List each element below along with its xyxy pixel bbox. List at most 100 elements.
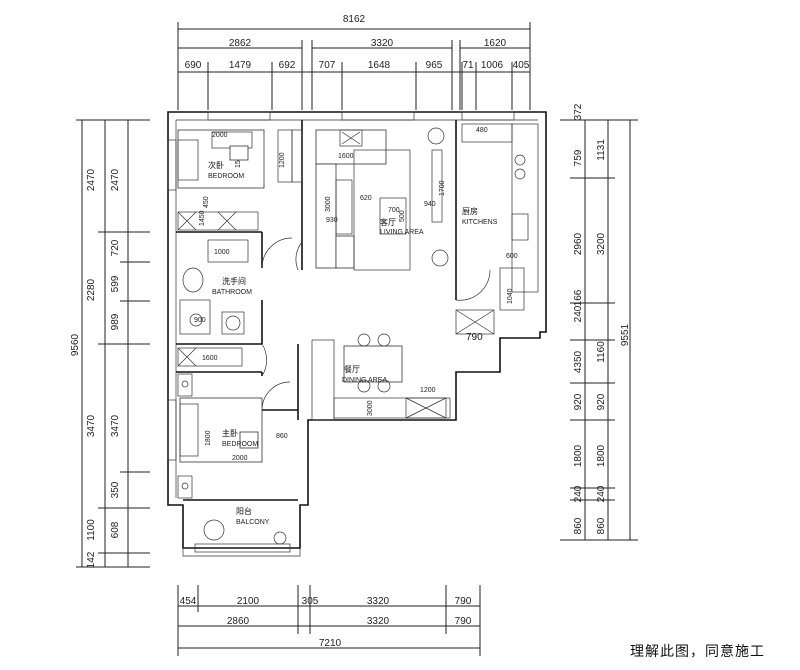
kitchen-label-cn: 厨房 xyxy=(462,206,478,216)
dim-bottom-sub-5: 790 xyxy=(455,596,472,607)
kitchen: 480 1700 600 1040 790 厨房 KITCHENS xyxy=(439,123,539,343)
dim-right-total: 9551 xyxy=(620,323,631,346)
dim-bottom-seg-3: 790 xyxy=(455,616,472,627)
plant-icon-2 xyxy=(431,249,449,267)
caption-text: 理解此图，同意施工 xyxy=(630,644,765,660)
dim-top-sub-7: 71 xyxy=(462,60,474,71)
svg-text:1000: 1000 xyxy=(214,249,230,256)
tv-cabinet xyxy=(431,149,443,223)
living-label-cn: 客厅 xyxy=(380,217,396,227)
toilet-icon xyxy=(182,267,204,293)
sink-icon xyxy=(511,213,529,241)
dining-label-en: DINING AREA xyxy=(342,377,387,384)
dim-left-inner-5: 3470 xyxy=(110,414,121,437)
master-bedroom: 1800 2000 860 主卧 BEDROOM xyxy=(177,373,288,499)
dim-left-outer-2: 2280 xyxy=(86,278,97,301)
svg-text:2000: 2000 xyxy=(212,132,228,139)
bathroom-label-en: BATHROOM xyxy=(212,289,252,296)
counter xyxy=(511,123,539,293)
svg-text:1600: 1600 xyxy=(338,153,354,160)
dim-right-outer-4: 920 xyxy=(596,393,607,410)
svg-text:1700: 1700 xyxy=(439,180,446,196)
bathroom-label-cn: 洗手间 xyxy=(222,276,246,286)
balcony-label-cn: 阳台 xyxy=(236,506,252,516)
dining-area: 餐厅 DINING AREA 1200 3000 xyxy=(311,333,451,421)
balcony: 阳台 BALCONY xyxy=(203,506,287,545)
chair-icon xyxy=(357,333,371,347)
dim-left-inner-2: 720 xyxy=(110,239,121,256)
dim-bottom-sub-4: 3320 xyxy=(367,596,390,607)
dim-top-sub-4: 707 xyxy=(319,60,336,71)
kitchen-label-en: KITCHENS xyxy=(462,219,498,226)
bed-master xyxy=(179,397,263,463)
svg-text:1040: 1040 xyxy=(507,288,514,304)
dim-left-inner-1: 2470 xyxy=(110,168,121,191)
svg-text:940: 940 xyxy=(424,201,436,208)
dim-top-sub-1: 690 xyxy=(185,60,202,71)
dim-left-outer-4: 1100 xyxy=(86,519,97,541)
second-bedroom: 2000 1500 1200 450 1450 次卧 BEDROOM xyxy=(177,129,303,231)
dim-bottom-sub-3: 305 xyxy=(302,596,319,607)
dining-table xyxy=(343,345,403,383)
dim-top-sub-2: 1479 xyxy=(229,60,252,71)
left-dimensions: 2470 2280 3470 1100 142 9560 2470 720 59… xyxy=(70,119,150,568)
svg-text:1200: 1200 xyxy=(420,387,436,394)
dim-bottom-seg-1: 2860 xyxy=(227,616,250,627)
dim-left-inner-6: 350 xyxy=(110,481,121,498)
svg-text:1800: 1800 xyxy=(205,430,212,446)
coffee-table xyxy=(379,197,407,235)
bottom-dimensions: 454 2100 305 3320 790 2860 3320 790 7210 xyxy=(177,585,481,656)
living-area: 1600 620 3000 930 700 500 940 客厅 LIVING … xyxy=(315,127,449,271)
master-label-cn: 主卧 xyxy=(222,428,238,438)
dim-bottom-seg-2: 3320 xyxy=(367,616,390,627)
svg-text:620: 620 xyxy=(360,195,372,202)
svg-text:1600: 1600 xyxy=(202,355,218,362)
dining-cabinet xyxy=(311,339,335,421)
dim-right-outer-1: 1131 xyxy=(596,139,607,161)
dim-left-inner-4: 989 xyxy=(110,313,121,330)
round-table-icon xyxy=(203,519,225,541)
svg-text:3000: 3000 xyxy=(325,196,332,212)
dim-top-sub-3: 692 xyxy=(279,60,296,71)
dim-bottom-sub-1: 454 xyxy=(180,596,197,607)
svg-text:790: 790 xyxy=(466,332,483,343)
dim-right-inner-3: 2960 xyxy=(573,232,584,255)
pillow-icon xyxy=(229,145,249,161)
dim-right-outer-2: 3200 xyxy=(596,232,607,255)
plant-icon xyxy=(427,127,445,145)
dim-right-inner-5: 240 xyxy=(573,305,584,322)
right-dimensions: 372 759 2960 166 240 4350 920 1800 240 8… xyxy=(560,103,638,541)
dim-right-outer-3: 1160 xyxy=(596,341,607,363)
bathroom: 1000 900 洗手间 BATHROOM 1600 xyxy=(177,239,252,367)
dim-bottom-total: 7210 xyxy=(319,638,342,649)
dim-right-inner-7: 920 xyxy=(573,393,584,410)
dim-left-outer-3: 3470 xyxy=(86,414,97,437)
dim-right-inner-4: 166 xyxy=(573,289,584,306)
bedroom2-label-cn: 次卧 xyxy=(208,160,224,170)
svg-text:450: 450 xyxy=(203,196,210,208)
svg-text:600: 600 xyxy=(506,253,518,260)
svg-text:930: 930 xyxy=(326,217,338,224)
dim-right-outer-7: 860 xyxy=(596,517,607,534)
dim-bottom-sub-2: 2100 xyxy=(237,596,260,607)
dining-label-cn: 餐厅 xyxy=(344,365,360,374)
dim-right-inner-2: 759 xyxy=(573,149,584,166)
svg-text:860: 860 xyxy=(276,433,288,440)
dim-top-seg-1: 2862 xyxy=(229,38,252,49)
living-label-en: LIVING AREA xyxy=(380,229,424,236)
dim-left-outer-1: 2470 xyxy=(86,168,97,191)
dim-left-total: 9560 xyxy=(70,333,81,356)
shower-icon xyxy=(179,299,211,335)
bedroom2-label-en: BEDROOM xyxy=(208,173,244,180)
dim-right-inner-9: 240 xyxy=(573,485,584,502)
dim-top-sub-5: 1648 xyxy=(368,60,391,71)
dim-top-seg-3: 1620 xyxy=(484,38,507,49)
dim-right-inner-6: 4350 xyxy=(573,350,584,373)
dim-top-sub-8: 1006 xyxy=(481,60,504,71)
master-label-en: BEDROOM xyxy=(222,441,258,448)
svg-text:700: 700 xyxy=(388,207,400,214)
svg-text:480: 480 xyxy=(476,127,488,134)
dim-right-inner-8: 1800 xyxy=(573,444,584,467)
dim-right-outer-5: 1800 xyxy=(596,444,607,467)
